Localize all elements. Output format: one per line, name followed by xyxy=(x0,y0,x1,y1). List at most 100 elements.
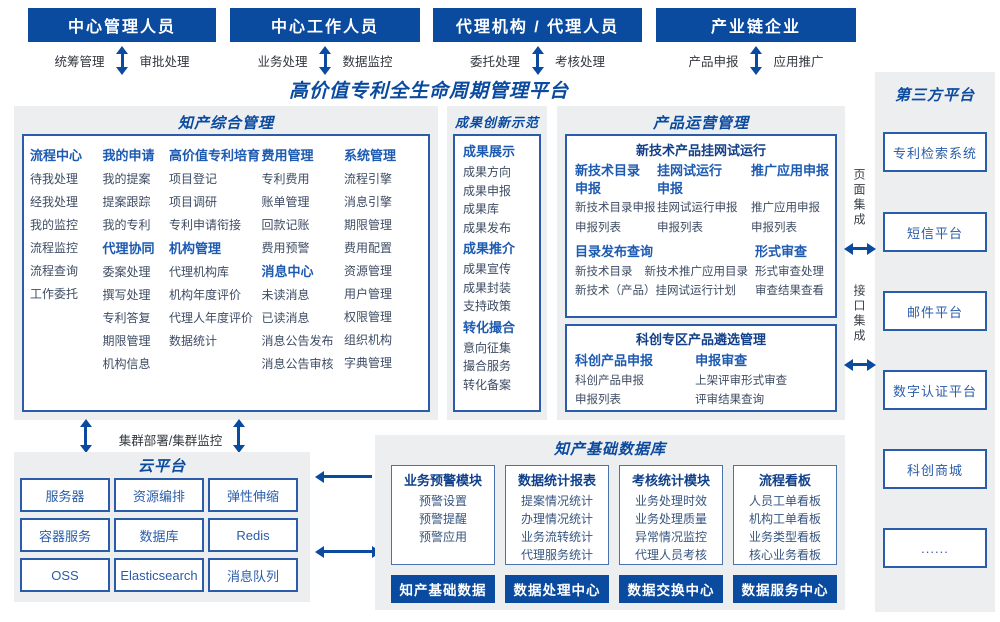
menu-item: 待我处理 xyxy=(30,172,79,186)
actor-roles: 产品申报 应用推广 xyxy=(656,44,856,76)
group-title: 推广应用申报 xyxy=(751,163,830,178)
menu-item: 代理人年度评价 xyxy=(169,311,254,325)
menu-item: 预警提醒 xyxy=(418,512,467,526)
menu-item: 核心业务看板 xyxy=(748,548,821,562)
group-title: 科创产品申报 xyxy=(575,353,654,368)
cloud-service-box: 资源编排 xyxy=(114,478,204,512)
menu-item: 用户管理 xyxy=(344,287,393,301)
cloud-service-box: 服务器 xyxy=(20,478,110,512)
platform-title: 高价值专利全生命周期管理平台 xyxy=(288,81,569,102)
menu-item: 新技术目录 xyxy=(575,266,633,278)
menu-item: 预警应用 xyxy=(418,530,467,544)
role-label: 统筹管理 xyxy=(54,54,105,69)
menu-item: 新技术（产品）挂网试运行计划 xyxy=(575,285,736,297)
menu-item: 申报列表 xyxy=(575,222,621,234)
formal-review-group: 形式审查 形式审查处理 审查结果查看 xyxy=(755,241,827,301)
menu-item: 预警设置 xyxy=(418,494,467,508)
group-title: 数据统计报表 xyxy=(517,473,596,488)
role-label: 数据监控 xyxy=(342,54,393,69)
group-title: 消息中心 xyxy=(261,264,314,279)
cluster-label: 集群部署/集群监控 xyxy=(118,434,223,448)
actor-box-industry-enterprises: 产业链企业 xyxy=(656,8,856,42)
double-arrow-vertical-icon xyxy=(531,45,544,75)
selection-column: 申报审查 上架评审形式审查 评审结果查询 xyxy=(695,350,827,410)
module-box: 流程看板 人员工单看板 机构工单看板 业务类型看板 核心业务看板 xyxy=(733,465,837,565)
module-box: 数据统计报表 提案情况统计 办理情况统计 业务流转统计 代理服务统计 xyxy=(505,465,609,565)
subpanel-title: 科创专区产品遴选管理 xyxy=(635,332,766,347)
actor-box-center-staff: 中心工作人员 xyxy=(230,8,420,42)
third-party-box: 邮件平台 xyxy=(883,291,987,331)
group-title: 代理协同 xyxy=(102,241,155,256)
trial-column: 推广应用申报 推广应用申报 申报列表 xyxy=(751,162,830,238)
panel-innovation: 成果创新示范 成果展示 成果方向 成果申报 成果库 成果发布 成果推介 成果宣传… xyxy=(447,106,547,420)
menu-item: 费用预警 xyxy=(261,241,310,255)
menu-item: 新技术目录申报 xyxy=(575,202,656,214)
group-title: 机构管理 xyxy=(169,241,222,256)
group-title: 成果推介 xyxy=(463,241,516,256)
menu-item: 项目登记 xyxy=(169,172,218,186)
third-party-box: 数字认证平台 xyxy=(883,370,987,410)
ip-column: 系统管理 流程引擎 消息引擎 期限管理 费用配置 资源管理 用户管理 权限管理 … xyxy=(344,144,422,402)
data-center-box: 知产基础数据 xyxy=(391,575,495,603)
double-arrow-vertical-icon xyxy=(319,45,331,75)
menu-item: 提案跟踪 xyxy=(102,195,151,209)
menu-item: 成果库 xyxy=(463,202,500,216)
menu-item: 支持政策 xyxy=(463,299,512,313)
module-box: 业务预警模块 预警设置 预警提醒 预警应用 xyxy=(391,465,495,565)
menu-item: 流程查询 xyxy=(30,264,79,278)
menu-item: 新技术推广应用目录 xyxy=(644,266,749,278)
trial-column: 新技术目录 申报 新技术目录申报 申报列表 xyxy=(575,162,657,238)
menu-item: 撮合服务 xyxy=(463,359,512,373)
menu-item: 经我处理 xyxy=(30,195,79,209)
left-arrow-icon xyxy=(315,470,372,483)
role-label: 业务处理 xyxy=(257,54,308,69)
group-title: 新技术目录 申报 xyxy=(575,163,641,196)
menu-item: 费用配置 xyxy=(344,241,393,255)
menu-item: 我的提案 xyxy=(102,172,151,186)
menu-item: 申报列表 xyxy=(575,394,621,406)
menu-item: 委案处理 xyxy=(102,265,151,279)
menu-item: 形式审查处理 xyxy=(755,266,824,278)
cloud-service-box: 弹性伸缩 xyxy=(208,478,298,512)
menu-item: 撰写处理 xyxy=(102,288,151,302)
menu-item: 字典管理 xyxy=(344,356,393,370)
menu-item: 业务流转统计 xyxy=(520,530,593,544)
menu-item: 异常情况监控 xyxy=(634,530,707,544)
data-center-box: 数据服务中心 xyxy=(733,575,837,603)
menu-item: 代理机构库 xyxy=(169,265,230,279)
double-arrow-horizontal-icon xyxy=(844,358,876,371)
section-title: 第三方平台 xyxy=(894,87,975,104)
ip-column: 流程中心 待我处理 经我处理 我的监控 流程监控 流程查询 工作委托 xyxy=(30,144,102,402)
role-label: 考核处理 xyxy=(555,54,606,69)
innovation-menu-box: 成果展示 成果方向 成果申报 成果库 成果发布 成果推介 成果宣传 成果封装 支… xyxy=(453,134,541,412)
menu-item: 申报列表 xyxy=(751,222,797,234)
double-arrow-horizontal-icon xyxy=(315,545,381,558)
menu-item: 专利答复 xyxy=(102,311,151,325)
group-title: 挂网试运行 申报 xyxy=(657,163,723,196)
menu-item: 业务类型看板 xyxy=(748,530,821,544)
menu-item: 提案情况统计 xyxy=(520,494,593,508)
double-arrow-vertical-icon xyxy=(750,45,762,75)
role-label: 产品申报 xyxy=(688,54,739,69)
section-title: 成果创新示范 xyxy=(454,115,539,130)
menu-item: 数据统计 xyxy=(169,334,218,348)
menu-item: 期限管理 xyxy=(102,334,151,348)
menu-item: 挂网试运行申报 xyxy=(657,202,738,214)
group-title: 形式审查 xyxy=(755,244,808,259)
menu-item: 成果封装 xyxy=(463,280,512,295)
group-title: 成果展示 xyxy=(463,144,516,159)
menu-item: 科创产品申报 xyxy=(575,375,644,387)
menu-item: 机构工单看板 xyxy=(748,512,821,526)
actor-roles: 业务处理 数据监控 xyxy=(230,44,420,76)
menu-item: 转化备案 xyxy=(463,377,512,392)
menu-item: 机构信息 xyxy=(102,357,151,371)
menu-item: 我的专利 xyxy=(102,218,151,232)
menu-item: 我的监控 xyxy=(30,218,79,232)
trial-columns: 新技术目录 申报 新技术目录申报 申报列表 挂网试运行 申报 挂网试运行申报 申… xyxy=(575,162,830,238)
menu-item: 机构年度评价 xyxy=(169,288,242,302)
section-title: 知产基础数据库 xyxy=(553,441,666,458)
menu-item: 消息公告审核 xyxy=(261,357,334,371)
menu-item: 工作委托 xyxy=(30,287,79,301)
menu-item: 人员工单看板 xyxy=(748,494,821,508)
data-center-box: 数据交换中心 xyxy=(619,575,723,603)
